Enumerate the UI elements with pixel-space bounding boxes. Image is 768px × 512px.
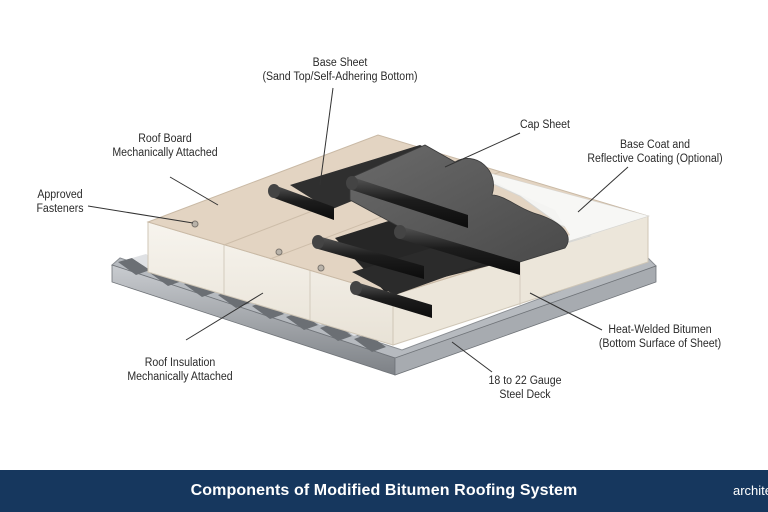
label-heat-welded: Heat-Welded Bitumen (Bottom Surface of S…: [598, 324, 722, 350]
membrane-rolls: [268, 176, 520, 318]
leader-heat-welded: [529, 292, 603, 331]
label-base-sheet: Base Sheet (Sand Top/Self-Adhering Botto…: [262, 57, 418, 83]
footer-banner: Components of Modified Bitumen Roofing S…: [0, 470, 768, 512]
roll-2: [346, 176, 468, 228]
leader-base-sheet: [319, 87, 334, 186]
fastener-3: [317, 264, 325, 272]
fastener-2: [275, 248, 283, 256]
label-fasteners: Approved Fasteners: [36, 189, 84, 215]
roofing-diagram: [87, 87, 657, 376]
footer-title: Components of Modified Bitumen Roofing S…: [190, 482, 578, 499]
roll-3: [312, 235, 424, 279]
leader-base-coat: [577, 166, 629, 213]
label-steel-deck: 18 to 22 Gauge Steel Deck: [488, 375, 562, 401]
label-roof-board: Roof Board Mechanically Attached: [112, 133, 218, 159]
label-cap-sheet: Cap Sheet: [519, 119, 570, 131]
label-base-coat: Base Coat and Reflective Coating (Option…: [587, 139, 723, 165]
leader-cap-sheet: [444, 132, 521, 168]
fastener-1: [191, 220, 199, 228]
roll-5: [350, 281, 432, 318]
roll-4: [394, 225, 520, 275]
leader-fasteners: [87, 205, 194, 224]
cap-sheet: [349, 144, 569, 263]
leader-insulation: [185, 292, 264, 341]
roll-1: [268, 184, 334, 220]
leader-steel-deck: [451, 341, 493, 373]
brand-logo[interactable]: archite: [732, 483, 768, 498]
leader-roof-board: [169, 176, 219, 206]
base-coat: [439, 159, 650, 258]
label-insulation: Roof Insulation Mechanically Attached: [127, 357, 233, 383]
leader-lines: [87, 87, 629, 373]
